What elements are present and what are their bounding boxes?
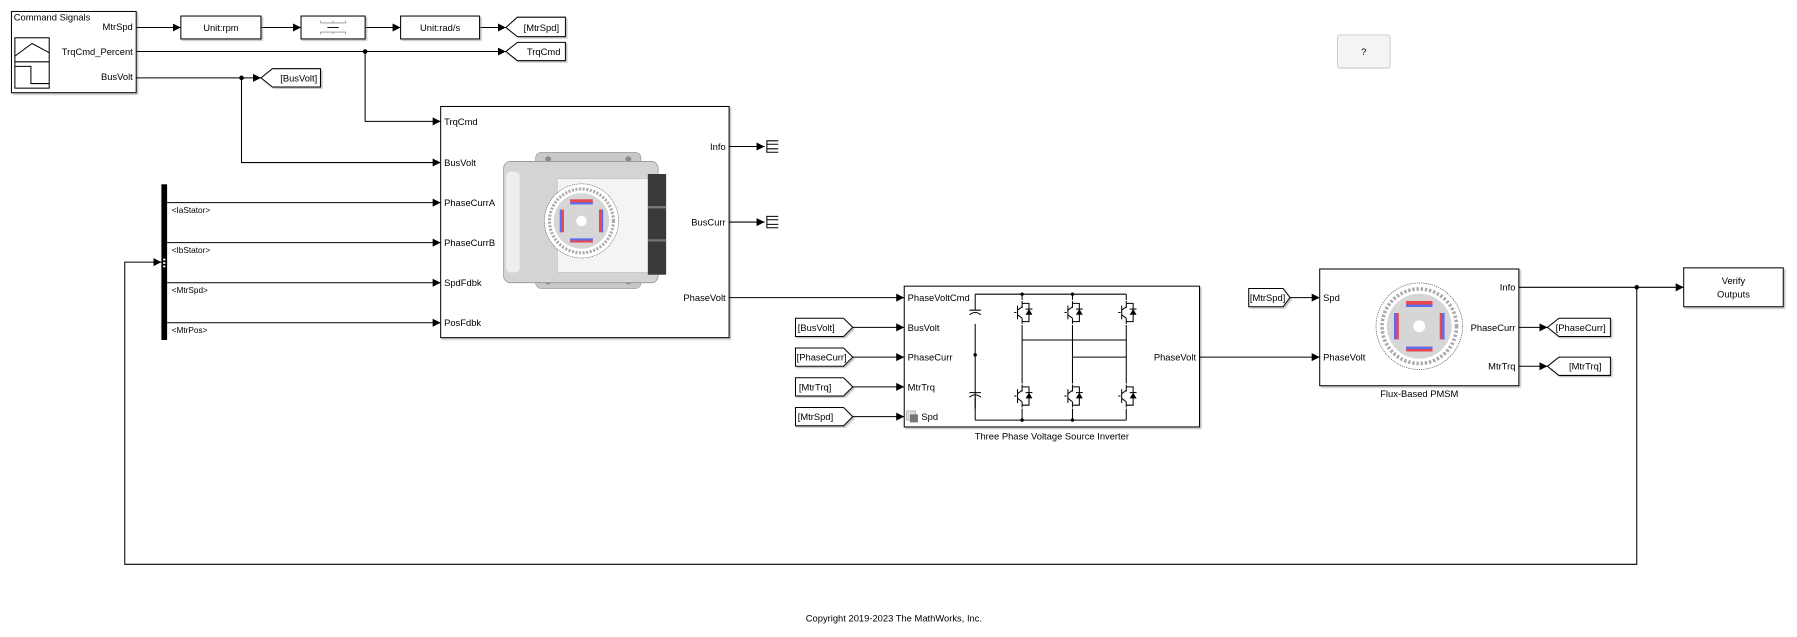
signal-label-mtrspd: <MtrSpd>: [172, 286, 208, 295]
inv-in-mtrtrq: MtrTrq: [908, 382, 935, 392]
bus-selector[interactable]: [161, 184, 168, 340]
from-pmsm-mtrspd[interactable]: [MtrSpd]: [1248, 287, 1320, 308]
from-busvolt-label: [BusVolt]: [798, 323, 835, 333]
signal-label-iastator: <IaStator>: [172, 206, 211, 215]
physical-port-icon: [906, 410, 918, 423]
goto-phasecurr-label: [PhaseCurr]: [1556, 323, 1606, 333]
terminator-info[interactable]: [729, 140, 779, 153]
signal-builder-icon: [14, 37, 50, 89]
pmsm-in-phasevolt: PhaseVolt: [1323, 353, 1366, 363]
from-mtrspd-label: [MtrSpd]: [798, 412, 833, 422]
port-trqcmd-percent: TrqCmd_Percent: [62, 47, 133, 57]
from-mtrtrq-label: [MtrTrq]: [799, 382, 831, 392]
goto-mtrtrq[interactable]: [MtrTrq]: [1518, 356, 1611, 376]
port-mtrspd: MtrSpd: [103, 22, 133, 32]
inv-in-spd: Spd: [921, 412, 938, 422]
ctrl-in-busvolt: BusVolt: [444, 158, 476, 168]
copyright: Copyright 2019-2023 The MathWorks, Inc.: [806, 614, 982, 624]
from-phasecurr-label: [PhaseCurr]: [797, 353, 847, 363]
port-busvolt: BusVolt: [101, 72, 133, 82]
goto-busvolt-label: [BusVolt]: [280, 73, 317, 83]
pmsm-motor-icon: [1374, 281, 1465, 372]
ctrl-in-phasecurrb: PhaseCurrB: [444, 238, 495, 248]
from-pmsm-mtrspd-label: [MtrSpd]: [1250, 293, 1285, 303]
unit-rads-block[interactable]: Unit:rad/s: [400, 15, 481, 40]
inv-out-phasevolt: PhaseVolt: [1154, 353, 1197, 363]
pmsm-title: Flux-Based PMSM: [1380, 389, 1458, 399]
from-mtrtrq[interactable]: [MtrTrq]: [794, 377, 905, 397]
signal-label-mtrpos: <MtrPos>: [172, 326, 208, 335]
help-button-label: ?: [1361, 47, 1366, 57]
ctrl-in-trqcmd: TrqCmd: [444, 117, 478, 127]
unit-rads-label: Unit:rad/s: [420, 23, 460, 33]
goto-phasecurr[interactable]: [PhaseCurr]: [1518, 317, 1611, 338]
ctrl-in-spdfdbk: SpdFdbk: [444, 278, 482, 288]
pmsm-in-spd: Spd: [1323, 293, 1340, 303]
goto-mtrspd[interactable]: [MtrSpd]: [505, 16, 566, 38]
ctrl-out-buscurr: BusCurr: [691, 218, 725, 228]
pmsm-out-mtrtrq: MtrTrq: [1488, 362, 1515, 372]
unit-conversion-block[interactable]: [300, 15, 366, 40]
inv-in-busvolt: BusVolt: [908, 323, 940, 333]
ctrl-out-info: Info: [710, 142, 726, 152]
unit-conversion-icon: [320, 20, 346, 35]
inverter-title: Three Phase Voltage Source Inverter: [975, 432, 1129, 442]
from-phasecurr[interactable]: [PhaseCurr]: [794, 347, 905, 367]
ecu-icon: [503, 151, 667, 289]
command-signals-block[interactable]: Command Signals MtrSpd TrqCmd_Percent Bu…: [10, 10, 137, 94]
verify-outputs-block[interactable]: Verify Outputs: [1683, 267, 1784, 308]
goto-trqcmd-label: TrqCmd: [527, 47, 561, 57]
info-line[interactable]: [1518, 283, 1684, 292]
ctrl-in-phasecurra: PhaseCurrA: [444, 198, 496, 208]
inv-in-phasevoltcmd: PhaseVoltCmd: [908, 293, 970, 303]
help-button[interactable]: ?: [1336, 34, 1391, 69]
verify-label-1: Verify: [1722, 276, 1746, 286]
unit-rpm-block[interactable]: Unit:rpm: [180, 15, 262, 40]
from-busvolt[interactable]: [BusVolt]: [794, 317, 905, 338]
goto-trqcmd[interactable]: TrqCmd: [505, 41, 566, 62]
command-signals-title: Command Signals: [14, 13, 91, 23]
verify-label-2: Outputs: [1717, 290, 1750, 300]
feedback-bus-line[interactable]: [124, 258, 1638, 565]
inverter-circuit-icon: [969, 292, 1139, 422]
goto-mtrspd-label: [MtrSpd]: [524, 23, 559, 33]
terminator-buscurr[interactable]: [729, 215, 779, 229]
ctrl-out-phasevolt: PhaseVolt: [683, 293, 726, 303]
motor-controller-block[interactable]: TrqCmd BusVolt PhaseCurrA PhaseCurrB Spd…: [440, 105, 730, 339]
goto-busvolt[interactable]: [BusVolt]: [260, 68, 321, 88]
pmsm-out-info: Info: [1500, 283, 1516, 293]
from-mtrspd[interactable]: [MtrSpd]: [794, 406, 905, 427]
inverter-block[interactable]: PhaseVoltCmd BusVolt PhaseCurr MtrTrq Sp…: [903, 285, 1201, 428]
unit-rpm-label: Unit:rpm: [203, 23, 239, 33]
ctrl-in-posfdbk: PosFdbk: [444, 318, 481, 328]
inv-in-phasecurr: PhaseCurr: [908, 353, 953, 363]
pmsm-out-phasecurr: PhaseCurr: [1471, 323, 1516, 333]
signal-lines-top[interactable]: [136, 23, 506, 167]
bus-selector-outputs[interactable]: [167, 198, 441, 327]
goto-mtrtrq-label: [MtrTrq]: [1569, 362, 1601, 372]
pmsm-block[interactable]: Spd PhaseVolt Info PhaseCurr MtrTrq: [1319, 268, 1520, 387]
signal-label-ibstator: <IbStator>: [172, 246, 211, 255]
